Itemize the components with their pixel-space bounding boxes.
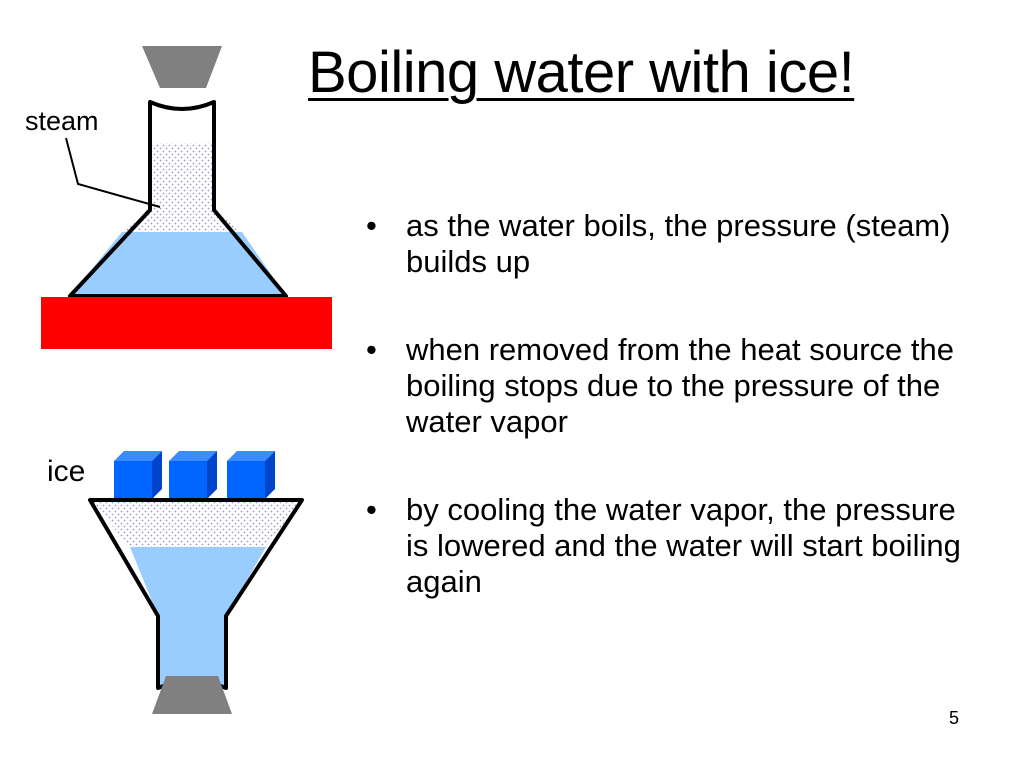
ice-cube [227, 451, 275, 499]
bullet-text: by cooling the water vapor, the pressure… [406, 492, 961, 599]
bullet-text: as the water boils, the pressure (steam)… [406, 208, 951, 279]
water-top-flask [70, 232, 286, 296]
bullet-marker: • [366, 492, 377, 527]
flask-diagram [41, 46, 332, 714]
bullet-text: when removed from the heat source the bo… [406, 332, 954, 439]
stopper-bottom [152, 676, 232, 714]
label-ice: ice [47, 455, 86, 488]
bullet-marker: • [366, 208, 377, 243]
bullet-list: • as the water boils, the pressure (stea… [366, 208, 996, 652]
bullet-marker: • [366, 332, 377, 367]
slide-title: Boiling water with ice! [308, 40, 855, 105]
page-number: 5 [949, 708, 960, 728]
bullet-item: • when removed from the heat source the … [366, 332, 996, 440]
water-bottom-flask [130, 547, 266, 688]
bullet-item: • as the water boils, the pressure (stea… [366, 208, 996, 280]
bullet-item: • by cooling the water vapor, the pressu… [366, 492, 996, 600]
heat-source [41, 297, 332, 349]
label-steam: steam [25, 106, 99, 136]
steam-pointer-line [65, 137, 161, 208]
ice-cube [114, 451, 162, 499]
steam-region-bottom [90, 500, 302, 547]
stopper-top [142, 46, 222, 88]
ice-cube [169, 451, 217, 499]
flask-top-outline [68, 100, 288, 298]
